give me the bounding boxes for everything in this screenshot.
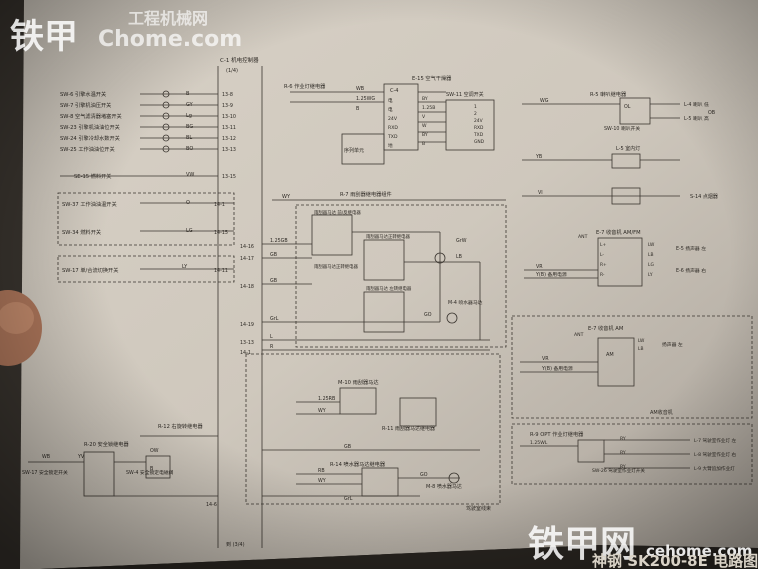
footer-title: 神钢 SK200-8E 电路图 (2/4): [592, 552, 758, 569]
watermark-bottom-brand: 铁甲网: [528, 524, 636, 565]
watermark-top-site: Chome.com: [98, 27, 242, 52]
watermark-top-brand: 铁甲: [10, 17, 78, 57]
watermark-top-tagline: 工程机械网: [128, 9, 208, 28]
watermark-bottom-site: cehome.com: [646, 542, 752, 560]
